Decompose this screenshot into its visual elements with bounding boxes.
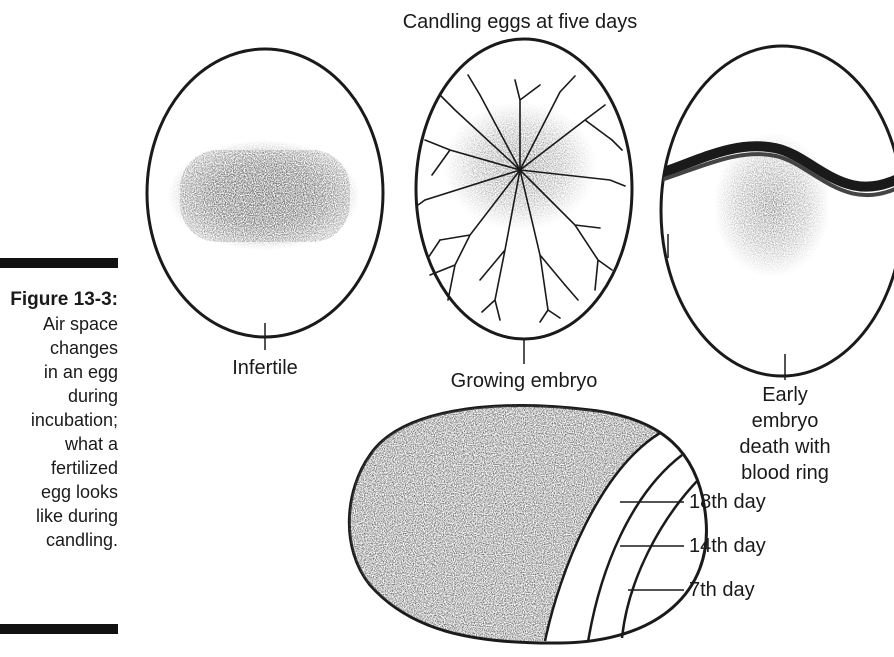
egg-label-blood-ring: Early embryo death with blood ring xyxy=(731,382,840,486)
growing-embryo-egg-icon xyxy=(416,39,632,364)
air-space-label-7: 7th day xyxy=(689,578,755,602)
air-space-egg-icon xyxy=(349,406,706,643)
air-space-label-18: 18th day xyxy=(689,490,766,514)
egg-label-infertile: Infertile xyxy=(232,356,298,380)
egg-label-growing-embryo: Growing embryo xyxy=(451,369,598,393)
infertile-egg-icon xyxy=(147,49,383,350)
blood-ring-egg-icon xyxy=(661,46,894,380)
air-space-label-14: 14th day xyxy=(689,534,766,558)
